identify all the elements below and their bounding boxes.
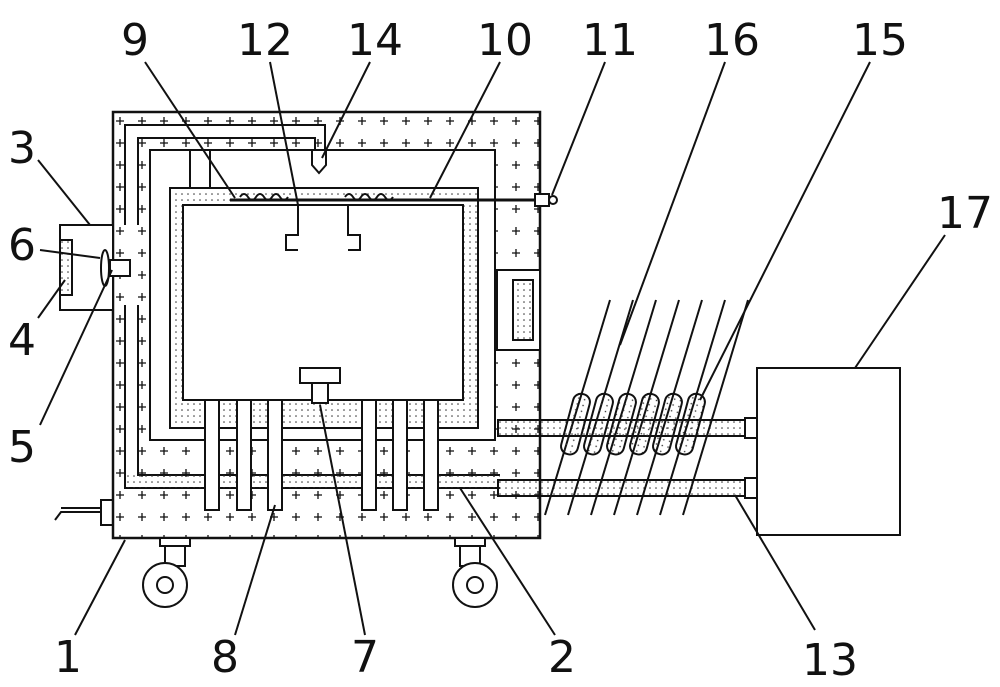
- leader-lines: [37, 61, 946, 636]
- lower-pipe: [497, 479, 757, 497]
- wheel-right: [452, 537, 498, 608]
- label-1: 1: [54, 632, 82, 683]
- label-5: 5: [8, 422, 36, 473]
- label-16: 16: [704, 15, 760, 66]
- label-2: 2: [548, 632, 576, 683]
- hook: [285, 205, 361, 251]
- label-17: 17: [937, 188, 993, 239]
- label-3: 3: [8, 123, 36, 174]
- label-13: 13: [802, 635, 858, 686]
- label-15: 15: [852, 15, 908, 66]
- wheel-left: [142, 537, 191, 608]
- label-7: 7: [351, 632, 379, 683]
- coil: [560, 392, 706, 456]
- cooling-unit: [756, 367, 901, 536]
- label-6: 6: [8, 220, 36, 271]
- filter: [59, 239, 73, 296]
- label-8: 8: [211, 632, 239, 683]
- power-cord: [54, 499, 113, 526]
- stand: [299, 367, 341, 384]
- label-12: 12: [237, 15, 293, 66]
- label-4: 4: [8, 315, 36, 366]
- label-10: 10: [477, 15, 533, 66]
- label-14: 14: [347, 15, 403, 66]
- tubes: [204, 399, 439, 511]
- label-11: 11: [582, 15, 638, 66]
- label-9: 9: [121, 15, 149, 66]
